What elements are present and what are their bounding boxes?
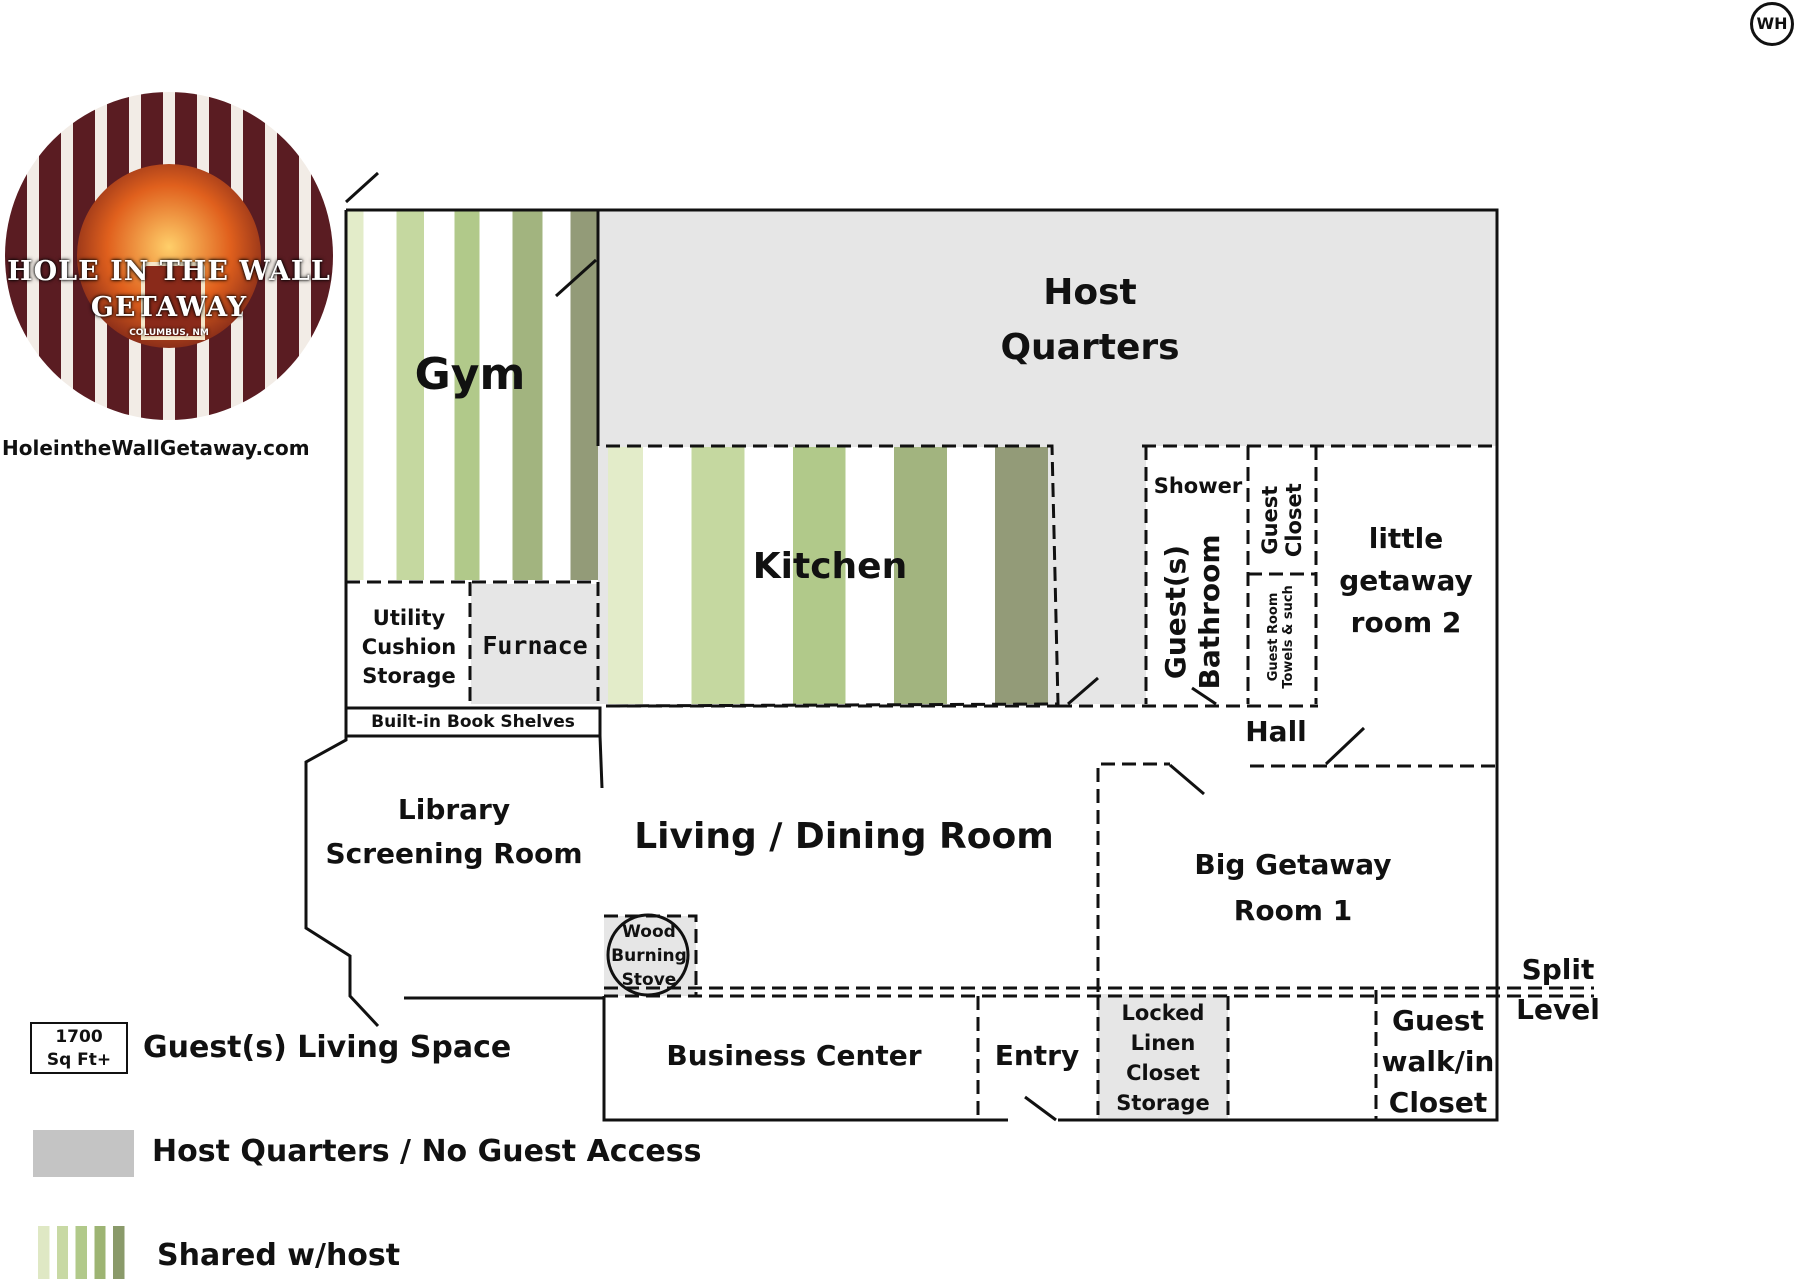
little-room-label-line3: room 2 xyxy=(1350,606,1462,639)
stove-label-line3: Stove xyxy=(621,970,677,990)
wall-business-center xyxy=(602,996,1008,1122)
kitchen-area xyxy=(608,447,1048,704)
library-label-line2: Screening Room xyxy=(325,837,583,870)
legend-shared-swatch xyxy=(38,1226,132,1279)
living-dining-label: Living / Dining Room xyxy=(634,816,1054,857)
library-label-line1: Library xyxy=(397,793,511,826)
linen-closet-area xyxy=(1098,994,1228,1118)
sqft-value: 1700 xyxy=(55,1027,103,1047)
split-level-label: Split Level xyxy=(1506,950,1610,1030)
linen-closet-label: Locked Linen Closet Storage xyxy=(1100,998,1226,1118)
stove-label-line1: Wood xyxy=(622,922,676,942)
entry-label: Entry xyxy=(994,1039,1080,1072)
big-getaway-room-label: Big Getaway Room 1 xyxy=(1150,842,1436,934)
towels-label: Guest Room Towels & such xyxy=(1266,577,1297,697)
little-getaway-room-label: little getaway room 2 xyxy=(1318,518,1494,644)
big-room-label-line2: Room 1 xyxy=(1233,894,1353,927)
towels-label-line2: Towels & such xyxy=(1281,585,1296,689)
big-room-label-line1: Big Getaway xyxy=(1194,848,1392,881)
wall-outer-left xyxy=(304,210,380,1028)
door-stub-little-room xyxy=(1324,726,1366,766)
gym-label: Gym xyxy=(414,349,526,400)
brand-logo: HOLE IN THE WALL GETAWAY COLUMBUS, NM xyxy=(5,92,333,420)
linen-label-line2: Linen xyxy=(1130,1031,1196,1055)
little-room-label-line2: getaway xyxy=(1339,564,1473,597)
walkin-label-line2: walk/in xyxy=(1381,1045,1495,1078)
legend-host-swatch xyxy=(33,1130,134,1177)
dash-stove-area xyxy=(604,914,698,996)
utility-label: Utility Cushion Storage xyxy=(350,604,468,691)
wall-entry-door xyxy=(1024,1095,1057,1122)
door-stub-bath xyxy=(1191,686,1217,706)
legend-shared: Shared w/host xyxy=(157,1238,401,1273)
guest-closet-label-line1: Guest xyxy=(1257,485,1282,555)
guest-bathroom-label: Guest(s) Bathroom xyxy=(1159,527,1227,697)
logo-title-line1: HOLE IN THE WALL xyxy=(7,256,331,287)
host-hall-strip xyxy=(1058,446,1146,704)
business-center-label: Business Center xyxy=(666,1039,922,1072)
dash-big-room xyxy=(1096,762,1170,992)
wall-library-right xyxy=(598,735,604,789)
split-level-label-line2: Level xyxy=(1516,993,1600,1026)
guest-walkin-closet-label: Guest walk/in Closet xyxy=(1378,1000,1498,1123)
guest-bathroom-label-line1: Guest(s) xyxy=(1159,544,1192,680)
logo-door-icon xyxy=(141,262,205,340)
linen-label-line4: Storage xyxy=(1116,1091,1210,1115)
furnace-label: Furnace xyxy=(482,631,588,660)
host-quarters-label-line2: Quarters xyxy=(1000,327,1180,369)
gym-area xyxy=(346,210,598,580)
dash-kitchen xyxy=(605,444,1060,708)
legend-guest-space: Guest(s) Living Space xyxy=(143,1030,512,1065)
library-label: Library Screening Room xyxy=(306,788,602,876)
utility-label-line3: Storage xyxy=(362,664,456,688)
sqft-box: 1700 Sq Ft+ xyxy=(30,1022,128,1074)
wood-stove-label: Wood Burning Stove xyxy=(606,920,692,992)
corner-mark-badge: WH xyxy=(1750,2,1794,46)
stove-label-line2: Burning xyxy=(611,946,687,966)
wall-outer-top xyxy=(346,208,1499,1122)
linen-label-line3: Closet xyxy=(1126,1061,1200,1085)
furnace-area xyxy=(471,584,598,704)
door-stub-host xyxy=(1067,676,1099,706)
logo-title-line2: GETAWAY xyxy=(90,292,248,323)
host-quarters-top xyxy=(598,210,1497,446)
wall-stub-top-left xyxy=(344,171,380,204)
website-link[interactable]: HoleintheWallGetaway.com xyxy=(2,436,310,460)
little-room-label-line1: little xyxy=(1368,522,1444,555)
shower-label: Shower xyxy=(1153,474,1243,498)
legend-host-only: Host Quarters / No Guest Access xyxy=(152,1134,702,1169)
walkin-label-line1: Guest xyxy=(1392,1004,1484,1037)
guest-closet-label-line2: Closet xyxy=(1282,483,1306,558)
logo-location: COLUMBUS, NM xyxy=(129,328,209,338)
walkin-label-line3: Closet xyxy=(1388,1086,1488,1119)
wall-gym-door xyxy=(554,258,598,298)
towels-label-line1: Guest Room xyxy=(1266,592,1282,682)
hall-label: Hall xyxy=(1245,715,1307,748)
kitchen-label: Kitchen xyxy=(752,546,908,587)
book-shelves-box xyxy=(344,706,602,738)
guest-bathroom-label-line2: Bathroom xyxy=(1193,534,1226,690)
sqft-unit: Sq Ft+ xyxy=(46,1050,112,1070)
door-stub-big-room xyxy=(1169,763,1205,796)
host-quarters-label-line1: Host xyxy=(1043,272,1137,313)
split-level-label-line1: Split xyxy=(1521,953,1595,986)
linen-label-line1: Locked xyxy=(1121,1001,1205,1025)
utility-label-line2: Cushion xyxy=(361,635,457,659)
guest-closet-label: Guest Closet xyxy=(1258,462,1306,578)
utility-label-line1: Utility xyxy=(372,606,446,630)
host-quarters-label: Host Quarters xyxy=(940,272,1240,369)
book-shelves-label: Built-in Book Shelves xyxy=(371,712,575,732)
